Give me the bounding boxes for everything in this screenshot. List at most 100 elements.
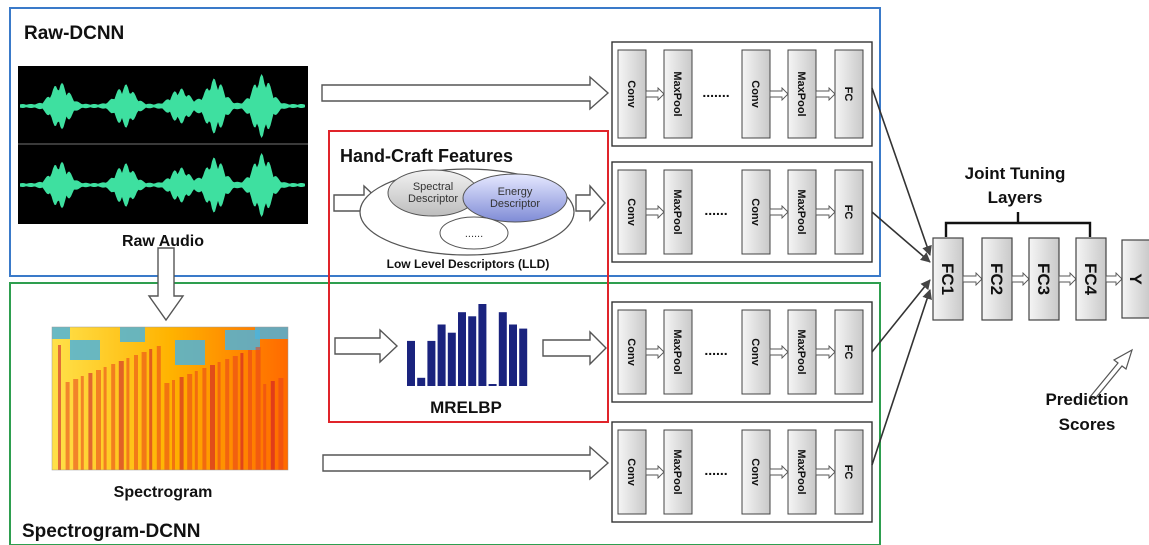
mrelbp-bar — [437, 324, 446, 386]
mrelbp-bar — [447, 332, 456, 386]
arrow-prediction-to-y — [1089, 348, 1134, 401]
spectral-descriptor-line2: Descriptor — [408, 193, 458, 205]
dcnn-layer-box — [741, 309, 771, 395]
dcnn-connector-arrow — [815, 464, 836, 480]
mrelbp-bar — [498, 312, 507, 386]
joint-connector-arrow — [1105, 271, 1123, 287]
dcnn-connector-arrow — [769, 204, 789, 220]
dcnn-layer-label: FC — [842, 87, 854, 102]
dcnn-layer-box — [834, 169, 864, 255]
mrelbp-label: MRELBP — [430, 398, 502, 417]
lld-label: Low Level Descriptors (LLD) — [387, 257, 550, 271]
raw-audio-image — [18, 66, 308, 224]
dcnn-layer-label: MaxPool — [795, 71, 807, 116]
dcnn-layer-box — [617, 309, 647, 395]
prediction-label-line1: Prediction — [1045, 390, 1128, 409]
mrelbp-bar — [478, 304, 487, 386]
arrow-into-mrelbp — [334, 328, 399, 364]
dcnn-layer-label: MaxPool — [795, 189, 807, 234]
prediction-label-line2: Scores — [1059, 415, 1116, 434]
joint-layer-label: FC3 — [1034, 263, 1053, 295]
joint-connector-arrow — [1011, 271, 1030, 287]
raw-dcnn-title: Raw-DCNN — [24, 23, 124, 44]
joint-layer-box — [1028, 237, 1060, 321]
dcnn-ellipsis: ...... — [704, 342, 727, 358]
mrelbp-bar — [468, 316, 477, 386]
mrelbp-bar — [519, 328, 528, 386]
link-branch4-to-fc1 — [871, 289, 932, 466]
dcnn-layer-label: Conv — [625, 198, 637, 226]
dcnn-layer-label: FC — [842, 465, 854, 480]
dcnn-connector-arrow — [815, 204, 836, 220]
dcnn-layer-box — [617, 169, 647, 255]
link-branch1-to-fc1 — [871, 87, 932, 256]
dcnn-layer-box — [787, 49, 817, 139]
raw-dcnn-frame — [9, 7, 881, 277]
dcnn-layer-label: Conv — [749, 458, 761, 486]
joint-layer-box — [1121, 239, 1149, 319]
joint-bracket — [944, 212, 1092, 237]
dcnn-connector-arrow — [645, 204, 665, 220]
link-branch3-to-fc1 — [871, 279, 931, 353]
dcnn-connector-arrow — [645, 344, 665, 360]
joint-layer-label: FC2 — [987, 263, 1006, 295]
energy-descriptor — [462, 173, 568, 223]
joint-title-line2: Layers — [988, 188, 1043, 207]
mrelbp-bar — [488, 384, 497, 386]
dcnn-connector-arrow — [815, 344, 836, 360]
handcraft-title: Hand-Craft Features — [340, 146, 513, 166]
mrelbp-bar — [417, 377, 426, 386]
spectrogram-image — [51, 326, 289, 471]
link-branch2-to-fc1 — [871, 211, 931, 263]
mrelbp-histogram — [407, 304, 528, 386]
dcnn-connector-arrow — [645, 86, 665, 102]
joint-layer-box — [1075, 237, 1107, 321]
dcnn-layer-box — [617, 49, 647, 139]
arrow-mrelbp-to-dcnn — [542, 330, 607, 366]
dcnn-layer-label: Conv — [625, 80, 637, 108]
lld-dots: ...... — [465, 228, 483, 240]
dcnn-ellipsis: ....... — [702, 84, 729, 100]
dcnn-layer-box — [741, 429, 771, 515]
dcnn-connector-arrow — [815, 86, 836, 102]
arrow-lld-to-dcnn — [575, 184, 606, 222]
mrelbp-bar — [458, 312, 466, 386]
spectrogram-dcnn-frame — [9, 282, 881, 545]
dcnn-layer-label: MaxPool — [671, 449, 683, 494]
dcnn-layer-label: MaxPool — [795, 449, 807, 494]
dcnn-layer-box — [663, 169, 693, 255]
dcnn-layer-label: Conv — [625, 338, 637, 366]
energy-descriptor-line1: Energy — [498, 186, 533, 198]
arrow-spectrogram-to-dcnn — [322, 445, 610, 481]
spectral-descriptor-line1: Spectral — [413, 181, 453, 193]
dcnn-connector-arrow — [769, 464, 789, 480]
dcnn-layer-box — [741, 169, 771, 255]
dcnn-layer-box — [617, 429, 647, 515]
dcnn-layer-label: Conv — [625, 458, 637, 486]
dcnn-layer-label: FC — [842, 205, 854, 220]
arrow-raw-to-dcnn — [321, 75, 610, 111]
mrelbp-bar — [427, 340, 436, 386]
dcnn-connector-arrow — [769, 86, 789, 102]
dcnn-layer-label: Conv — [749, 198, 761, 226]
spectrogram-label: Spectrogram — [114, 484, 213, 501]
handcraft-frame — [328, 130, 609, 423]
joint-layer-label: Y — [1126, 273, 1145, 285]
spectrogram-dcnn-title: Spectrogram-DCNN — [22, 521, 200, 542]
mrelbp-bar — [407, 340, 415, 386]
lld-more-descriptors — [439, 216, 509, 250]
dcnn-layer-box — [663, 429, 693, 515]
dcnn-layer-label: MaxPool — [671, 329, 683, 374]
dcnn-layer-label: MaxPool — [795, 329, 807, 374]
mrelbp-bar — [509, 324, 517, 386]
dcnn-layer-box — [663, 49, 693, 139]
dcnn-layer-box — [834, 429, 864, 515]
waveform-top — [20, 74, 305, 138]
lld-group: Spectral Descriptor Energy Descriptor ..… — [359, 168, 575, 256]
joint-connector-arrow — [1058, 271, 1077, 287]
dcnn-layer-box — [663, 309, 693, 395]
